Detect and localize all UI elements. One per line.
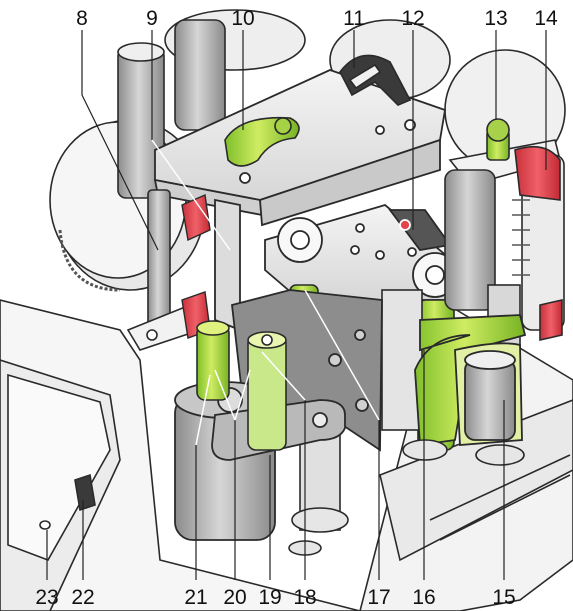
callout-15: 15 (492, 586, 515, 609)
callout-22: 22 (71, 586, 94, 609)
feet (288, 429, 525, 556)
callout-23: 23 (35, 586, 58, 609)
callout-12: 12 (401, 7, 424, 30)
callout-14: 14 (534, 7, 558, 30)
upper-frame (153, 69, 447, 332)
callout-17: 17 (367, 586, 390, 609)
guide-post (126, 189, 202, 351)
callout-21: 21 (184, 586, 207, 609)
callout-18: 18 (293, 586, 316, 609)
green-bracket (414, 314, 527, 447)
front-controls (39, 473, 96, 530)
lever-11 (339, 54, 412, 106)
callout-11: 11 (343, 7, 365, 30)
callout-labels-bottom: 23 22 21 20 19 18 17 16 15 (35, 586, 515, 609)
callout-13: 13 (484, 7, 507, 30)
callout-10: 10 (231, 7, 254, 30)
callout-20: 20 (223, 586, 246, 609)
leader-lines (46, 30, 547, 580)
callout-19: 19 (258, 586, 281, 609)
callout-16: 16 (412, 586, 435, 609)
callout-8: 8 (76, 7, 88, 30)
triangle-plate (264, 204, 471, 301)
callout-labels-top: 8 9 10 11 12 13 14 (76, 7, 558, 30)
callout-9: 9 (146, 7, 158, 30)
green-rollers-front (196, 320, 287, 451)
